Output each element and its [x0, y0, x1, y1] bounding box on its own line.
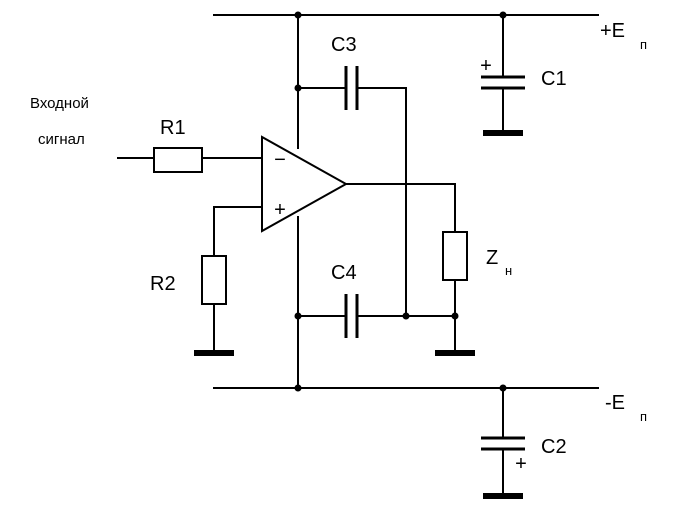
load-impedance	[442, 231, 468, 281]
c2-polarity-sign: +	[515, 453, 527, 475]
noninverting-input-sign: +	[274, 199, 286, 221]
junction-dot	[294, 384, 302, 392]
c2-label: C2	[541, 436, 567, 458]
negative-rail-label: -E	[605, 392, 625, 414]
inverting-input-sign: −	[274, 149, 286, 171]
opamp-triangle	[261, 135, 349, 233]
r2-label: R2	[150, 273, 176, 295]
c1-polarity-sign: +	[480, 55, 492, 77]
c4-label: C4	[331, 262, 357, 284]
junction-dot	[294, 11, 302, 19]
c1-label: C1	[541, 68, 567, 90]
input-signal-label-line2: сигнал	[38, 131, 85, 148]
positive-rail-subscript: п	[640, 37, 647, 52]
r1-label: R1	[160, 117, 186, 139]
c3-label: C3	[331, 34, 357, 56]
junction-dot	[294, 84, 302, 92]
junction-dot	[294, 312, 302, 320]
junction-dot	[499, 384, 507, 392]
input-signal-label-line1: Входной	[30, 95, 89, 112]
positive-rail-label: +E	[600, 20, 625, 42]
resistor-r1	[153, 147, 203, 173]
load-label-subscript: н	[505, 263, 512, 278]
negative-rail-subscript: п	[640, 409, 647, 424]
junction-dot	[402, 312, 410, 320]
load-label: Z	[486, 247, 498, 269]
junction-dot	[499, 11, 507, 19]
junction-dot	[451, 312, 459, 320]
resistor-r2	[201, 255, 227, 305]
